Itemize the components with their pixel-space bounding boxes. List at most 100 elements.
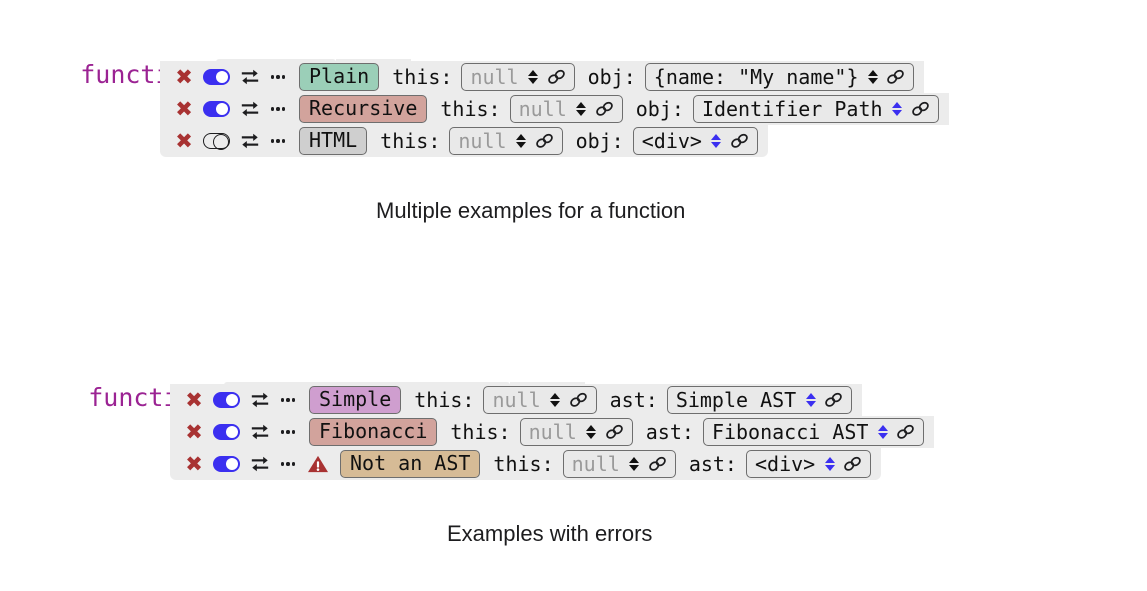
argument-label: ast:: [609, 388, 658, 412]
value-stepper-icon[interactable]: [892, 102, 903, 116]
enable-toggle-on[interactable]: [203, 69, 230, 85]
value-stepper-icon[interactable]: [576, 102, 587, 116]
chain-link-icon[interactable]: [910, 100, 931, 118]
example-row: ✖ HTML this: null obj: <div>: [160, 125, 768, 157]
swap-arrows-icon[interactable]: [239, 67, 261, 87]
argument-value: Identifier Path: [701, 97, 883, 121]
delete-example-icon[interactable]: ✖: [185, 419, 203, 444]
value-stepper-icon[interactable]: [516, 134, 527, 148]
example-row: ✖ Recursive this: null obj: Identifier Path: [160, 93, 949, 125]
argument-value: <div>: [641, 129, 702, 153]
swap-arrows-icon[interactable]: [249, 390, 271, 410]
ellipsis-icon[interactable]: [268, 75, 288, 79]
argument-value-field[interactable]: null: [562, 450, 676, 478]
argument-value: null: [528, 420, 577, 444]
warning-triangle-icon[interactable]: [307, 454, 329, 474]
chain-link-icon[interactable]: [604, 423, 625, 441]
swap-arrows-icon[interactable]: [249, 422, 271, 442]
delete-example-icon[interactable]: ✖: [175, 64, 193, 89]
argument-value-field[interactable]: null: [509, 95, 623, 123]
argument-value: Simple AST: [675, 388, 797, 412]
example-name-badge[interactable]: Plain: [299, 63, 380, 91]
value-stepper-icon[interactable]: [629, 457, 640, 471]
value-stepper-icon[interactable]: [586, 425, 597, 439]
chain-link-icon[interactable]: [823, 391, 844, 409]
chain-link-icon[interactable]: [568, 391, 589, 409]
chain-link-icon[interactable]: [729, 132, 750, 150]
argument-value: null: [492, 388, 541, 412]
argument-value-field[interactable]: <div>: [632, 127, 758, 155]
value-stepper-icon[interactable]: [824, 457, 835, 471]
argument-value-field[interactable]: {name: "My name"}: [644, 63, 915, 91]
example-name-badge[interactable]: HTML: [299, 127, 368, 155]
example-name-badge[interactable]: Simple: [309, 386, 402, 414]
delete-example-icon[interactable]: ✖: [185, 387, 203, 412]
argument-value-field[interactable]: null: [461, 63, 575, 91]
argument-label: obj:: [587, 65, 636, 89]
ellipsis-icon[interactable]: [268, 107, 288, 111]
argument-label: this:: [493, 452, 554, 476]
ellipsis-icon[interactable]: [278, 462, 298, 466]
ellipsis-icon[interactable]: [278, 430, 298, 434]
enable-toggle-on[interactable]: [203, 101, 230, 117]
delete-example-icon[interactable]: ✖: [175, 128, 193, 153]
chain-link-icon[interactable]: [647, 455, 668, 473]
argument-value-field[interactable]: null: [449, 127, 563, 155]
value-stepper-icon[interactable]: [550, 393, 561, 407]
argument-label: this:: [380, 129, 441, 153]
swap-arrows-icon[interactable]: [239, 131, 261, 151]
argument-value-field[interactable]: Fibonacci AST: [702, 418, 925, 446]
example-rows-generatelocationmap: ✖ Simple this: null ast: Simple AST ✖ Fibonacci…: [170, 384, 935, 480]
example-rows-deepcopy: ✖ Plain this: null obj: {name: "My name"} ✖ Rec…: [160, 61, 949, 157]
argument-label: this:: [450, 420, 511, 444]
argument-value: null: [470, 65, 519, 89]
example-row: ✖ Plain this: null obj: {name: "My name"}: [160, 61, 925, 93]
ellipsis-icon[interactable]: [268, 139, 288, 143]
argument-label: obj:: [635, 97, 684, 121]
argument-value: null: [458, 129, 507, 153]
example-row: ✖ Simple this: null ast: Simple AST: [170, 384, 863, 416]
enable-toggle-on[interactable]: [213, 424, 240, 440]
chain-link-icon[interactable]: [885, 68, 906, 86]
argument-value-field[interactable]: Simple AST: [666, 386, 853, 414]
argument-label: this:: [414, 388, 475, 412]
argument-value-field[interactable]: null: [483, 386, 597, 414]
ellipsis-icon[interactable]: [278, 398, 298, 402]
enable-toggle-on[interactable]: [213, 456, 240, 472]
value-stepper-icon[interactable]: [867, 70, 878, 84]
chain-link-icon[interactable]: [842, 455, 863, 473]
swap-arrows-icon[interactable]: [239, 99, 261, 119]
argument-value-field[interactable]: <div>: [745, 450, 872, 478]
argument-value-field[interactable]: null: [519, 418, 633, 446]
delete-example-icon[interactable]: ✖: [175, 96, 193, 121]
argument-value: <div>: [754, 452, 816, 476]
chain-link-icon[interactable]: [594, 100, 615, 118]
argument-value-field[interactable]: Identifier Path: [692, 95, 939, 123]
value-stepper-icon[interactable]: [805, 393, 816, 407]
caption-generatelocationmap: Examples with errors: [447, 521, 653, 546]
enable-toggle-off[interactable]: [203, 133, 230, 150]
argument-label: this:: [440, 97, 501, 121]
chain-link-icon[interactable]: [546, 68, 567, 86]
enable-toggle-on[interactable]: [213, 392, 240, 408]
delete-example-icon[interactable]: ✖: [185, 451, 203, 476]
example-name-badge[interactable]: Not an AST: [340, 450, 481, 478]
chain-link-icon[interactable]: [895, 423, 916, 441]
chain-link-icon[interactable]: [534, 132, 555, 150]
argument-label: this:: [392, 65, 453, 89]
argument-value: {name: "My name"}: [653, 65, 859, 89]
argument-value: null: [571, 452, 620, 476]
argument-label: obj:: [575, 129, 624, 153]
value-stepper-icon[interactable]: [877, 425, 888, 439]
value-stepper-icon[interactable]: [711, 134, 722, 148]
argument-value: Fibonacci AST: [711, 420, 869, 444]
example-name-badge[interactable]: Fibonacci: [309, 418, 438, 446]
caption-deepcopy: Multiple examples for a function: [376, 198, 686, 223]
example-name-badge[interactable]: Recursive: [299, 95, 428, 123]
swap-arrows-icon[interactable]: [249, 454, 271, 474]
value-stepper-icon[interactable]: [528, 70, 539, 84]
argument-value: null: [518, 97, 567, 121]
